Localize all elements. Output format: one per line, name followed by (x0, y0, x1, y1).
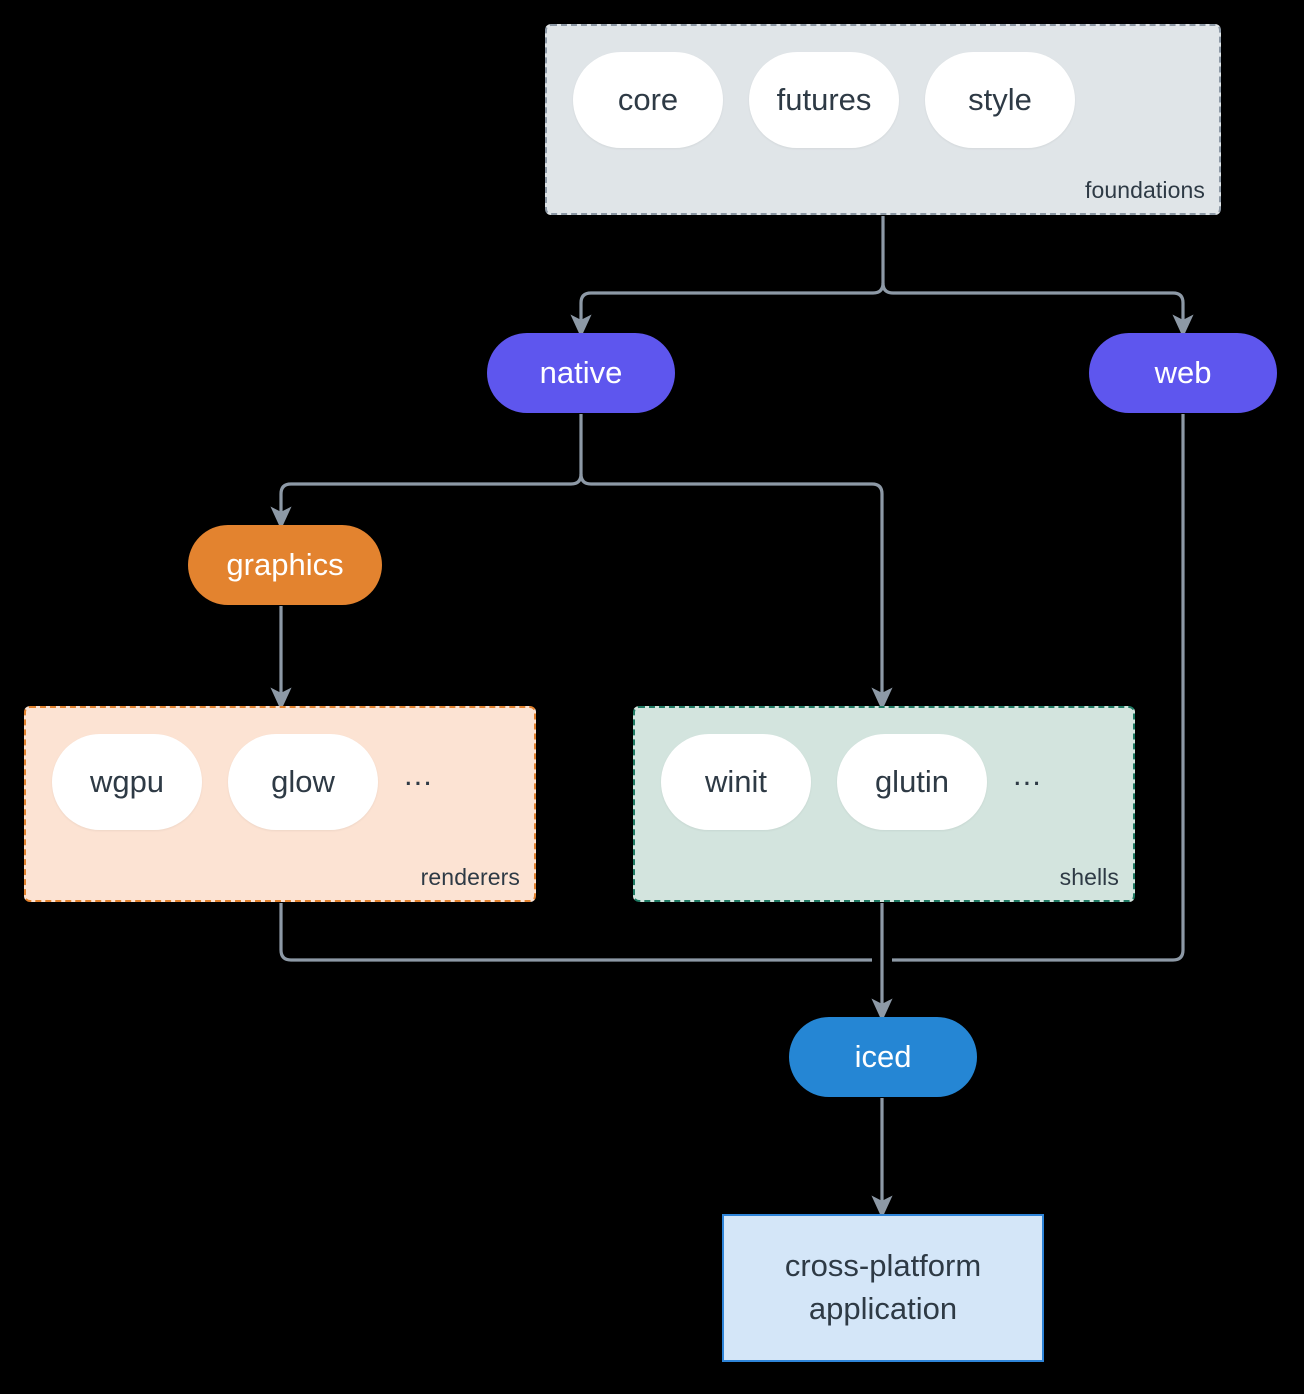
group-shells: winit glutin ... shells (633, 706, 1135, 902)
edge-renderers-to-iced (279, 903, 872, 962)
application-line-1: cross-platform (784, 1248, 982, 1284)
group-shells-label: shells (1059, 864, 1119, 890)
group-renderers-label: renderers (420, 864, 520, 890)
leaf-futures[interactable]: futures (749, 52, 899, 148)
node-iced[interactable]: iced (789, 1017, 977, 1097)
edge-foundations-to-web (881, 282, 1194, 338)
group-shells-items: winit glutin ... (661, 734, 1042, 830)
group-renderers-items: wgpu glow ... (52, 734, 433, 830)
leaf-wgpu[interactable]: wgpu (52, 734, 202, 830)
leaf-style[interactable]: style (925, 52, 1075, 148)
edge-native-to-graphics (270, 473, 583, 530)
renderers-more-ellipsis: ... (404, 757, 433, 792)
leaf-winit[interactable]: winit (661, 734, 811, 830)
group-foundations: core futures style foundations (545, 24, 1221, 215)
node-cross-platform-application[interactable]: cross-platform application (722, 1214, 1044, 1362)
application-line-2: application (808, 1291, 958, 1326)
edge-native-to-shells (579, 473, 893, 711)
node-native[interactable]: native (487, 333, 675, 413)
group-renderers: wgpu glow ... renderers (24, 706, 536, 902)
group-foundations-label: foundations (1084, 177, 1205, 203)
node-graphics[interactable]: graphics (188, 525, 382, 605)
node-web[interactable]: web (1089, 333, 1277, 413)
shells-more-ellipsis: ... (1013, 757, 1042, 792)
leaf-core[interactable]: core (573, 52, 723, 148)
group-foundations-items: core futures style (573, 52, 1075, 148)
edge-foundations-to-native (570, 282, 885, 338)
leaf-glutin[interactable]: glutin (837, 734, 987, 830)
leaf-glow[interactable]: glow (228, 734, 378, 830)
